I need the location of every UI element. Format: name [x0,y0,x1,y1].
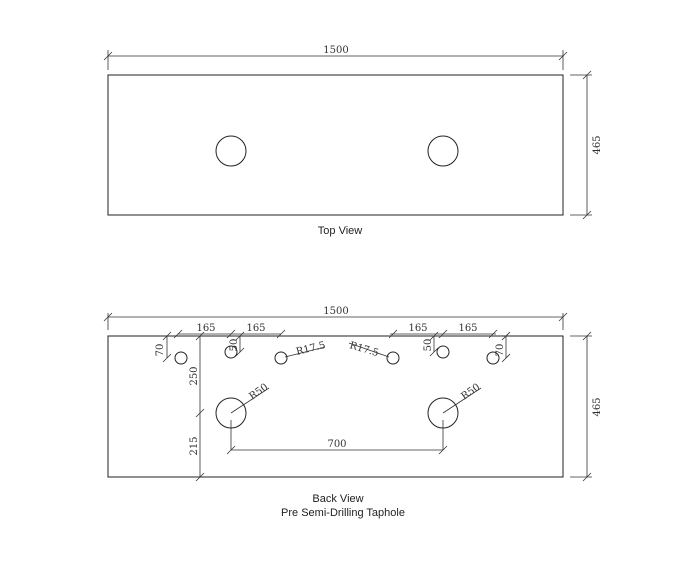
back-view-outline [107,335,564,478]
left-offset-outer-label: 70 [155,344,166,357]
radius-callouts: R17.5 R17.5 R50 R50 [230,340,482,414]
basin-spacing-label: 700 [327,439,346,450]
basin-hole-right [427,135,459,167]
right-offset-center-label: 50 [423,339,434,352]
taphole-left-center [224,345,238,359]
right-spacing-1-label: 165 [408,323,427,334]
left-offset-center-label: 50 [229,339,240,352]
taphole-left-inner [274,351,288,365]
top-view-outline [107,74,564,216]
basin-hole-left [215,135,247,167]
vertical-lower-label: 215 [189,436,200,455]
taphole-right-center [436,345,450,359]
top-view: 1500 465 Top View [103,45,603,237]
right-spacing-2-label: 165 [458,323,477,334]
back-view: 1500 465 165 165 165 165 [103,306,603,519]
top-depth-dimension: 465 [570,70,603,220]
top-view-caption: Top View [318,225,362,237]
taphole-radius-right-label: R17.5 [348,340,380,359]
left-spacing-2-label: 165 [246,323,265,334]
basin-spacing-dimension: 700 [226,420,448,455]
back-view-subcaption: Pre Semi-Drilling Taphole [281,507,405,519]
taphole-right-inner [386,351,400,365]
back-depth-dimension: 465 [570,331,603,482]
back-width-label: 1500 [323,306,348,317]
back-view-caption: Back View [312,493,363,505]
left-spacing-1-label: 165 [196,323,215,334]
back-depth-label: 465 [592,397,603,416]
right-offset-outer-label: 70 [495,344,506,357]
back-width-dimension: 1500 [103,306,568,330]
taphole-radius-left-label: R17.5 [295,340,327,358]
taphole-left-outer [174,351,188,365]
basin-radius-left-label: R50 [247,382,270,403]
vertical-upper-label: 250 [189,366,200,385]
taphole-right-outer [486,351,500,365]
top-width-dimension: 1500 [103,45,568,70]
top-depth-label: 465 [592,135,603,154]
vertical-position-dimension: 250 215 [189,331,205,482]
left-spacing-dimensions: 165 165 [173,323,286,339]
top-width-label: 1500 [323,45,348,56]
offset-dimensions: 70 50 50 70 [155,331,511,363]
basin-radius-right-label: R50 [459,382,482,403]
right-spacing-dimensions: 165 165 [388,323,498,339]
